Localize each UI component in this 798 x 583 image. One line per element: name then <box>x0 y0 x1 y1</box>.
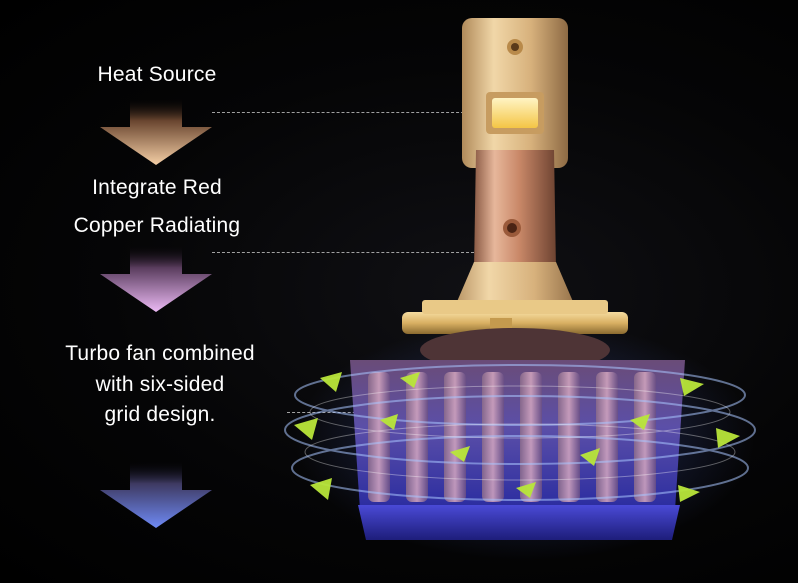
leader-line-heat-source <box>212 112 474 113</box>
label-copper-line-1: Integrate Red <box>92 176 222 199</box>
down-arrow-icon <box>100 97 212 165</box>
led-bulb-illustration <box>284 18 756 560</box>
label-turbo-line-3: grid design. <box>104 403 216 426</box>
down-arrow-icon <box>100 460 212 528</box>
airflow-arrow-icon <box>380 414 398 430</box>
down-arrow-icon <box>100 244 212 312</box>
airflow-arrow-icon <box>630 414 650 430</box>
leader-line-copper <box>212 252 474 253</box>
label-heat-source: Heat Source <box>97 63 217 86</box>
label-copper-line-2: Copper Radiating <box>73 214 241 237</box>
airflow-arrow-icon <box>400 372 420 388</box>
airflow-arrow-icon <box>310 478 332 500</box>
label-turbo-line-2: with six-sided <box>95 373 225 396</box>
airflow-arrow-icon <box>680 378 704 396</box>
label-turbo-line-1: Turbo fan combined <box>65 342 255 365</box>
airflow-arrow-icon <box>450 446 470 462</box>
airflow-arrow-icon <box>580 448 600 466</box>
airflow-arrow-icon <box>320 372 342 392</box>
airflow-arrow-icon <box>294 418 318 440</box>
airflow-arrow-icon <box>716 428 740 448</box>
airflow-arrow-icon <box>516 482 536 498</box>
airflow-arrow-icon <box>678 485 700 502</box>
